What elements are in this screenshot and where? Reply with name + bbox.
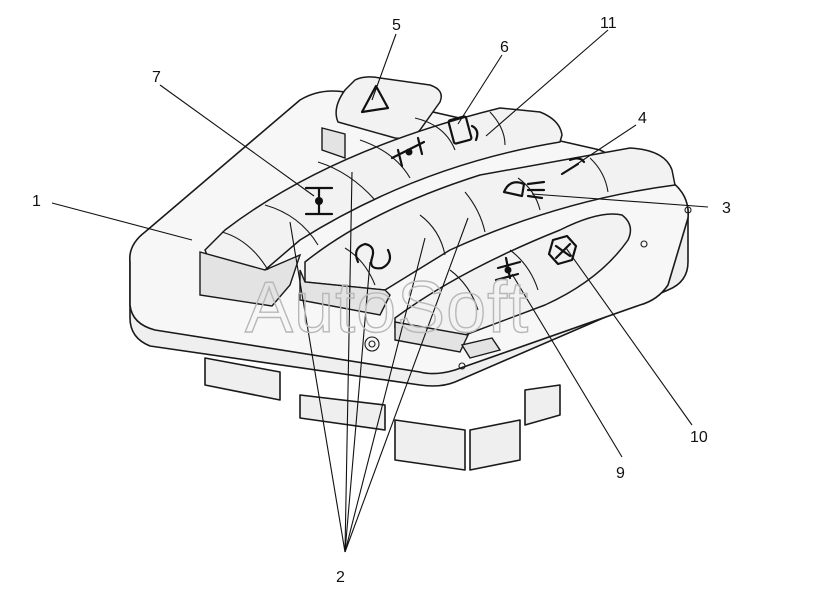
key-divider bbox=[221, 231, 269, 271]
key-divider bbox=[414, 117, 456, 151]
hazard-button[interactable] bbox=[321, 76, 442, 159]
key-snow-mode-10[interactable] bbox=[547, 234, 578, 266]
axle-lock-icon-dot bbox=[405, 148, 413, 156]
key-divider bbox=[449, 269, 479, 311]
mount-hole bbox=[684, 206, 692, 214]
hazard-button-base bbox=[321, 127, 346, 159]
connector-block bbox=[204, 357, 281, 401]
horn-icon bbox=[355, 242, 392, 270]
snow-mode-icon bbox=[547, 234, 578, 266]
key-divider bbox=[464, 191, 486, 233]
key-divider bbox=[517, 177, 541, 211]
key-horn[interactable] bbox=[355, 242, 392, 270]
leader-2c bbox=[344, 261, 371, 553]
callout-10: 10 bbox=[690, 429, 708, 446]
mount-hole-inner bbox=[368, 340, 376, 348]
key-divider bbox=[317, 161, 376, 201]
key-divider bbox=[589, 157, 609, 193]
leader-2d bbox=[344, 237, 426, 553]
top-key-row bbox=[199, 107, 563, 307]
key-tab bbox=[460, 337, 502, 359]
key-divider bbox=[359, 139, 411, 179]
key-divider bbox=[264, 204, 319, 246]
leader-2b bbox=[344, 171, 353, 553]
rear-fog-light-icon bbox=[502, 180, 546, 200]
seat-heater-icon-wave bbox=[470, 124, 479, 142]
key-divider bbox=[489, 111, 506, 146]
leader-11 bbox=[485, 29, 609, 137]
connector-block bbox=[394, 419, 466, 471]
leader-1 bbox=[51, 202, 193, 241]
middle-key-row bbox=[299, 147, 676, 316]
leader-2e bbox=[344, 217, 469, 553]
key-front-face bbox=[199, 251, 302, 307]
callout-1: 1 bbox=[32, 193, 41, 210]
snow-mode-icon-cross bbox=[554, 242, 572, 260]
connector-block bbox=[299, 394, 386, 431]
leader-6 bbox=[457, 54, 503, 125]
leader-9 bbox=[511, 273, 623, 458]
key-divider bbox=[509, 249, 539, 291]
callout-9: 9 bbox=[616, 465, 625, 482]
key-front-axle-lock-9[interactable] bbox=[494, 256, 522, 282]
key-front-face bbox=[299, 269, 391, 316]
key-heater-11[interactable] bbox=[447, 115, 479, 145]
callout-4: 4 bbox=[638, 110, 647, 127]
watermark-text: AutoSoft bbox=[245, 268, 529, 348]
callout-labels: 1 2 3 4 5 6 7 9 10 11 bbox=[32, 15, 731, 586]
callout-11: 11 bbox=[600, 15, 617, 32]
leader-3 bbox=[531, 193, 709, 208]
connector-block bbox=[469, 419, 521, 471]
middle-row-surface bbox=[304, 147, 676, 291]
mount-hole bbox=[640, 240, 648, 248]
key-axle-lock-6[interactable] bbox=[390, 136, 426, 168]
key-front-face bbox=[394, 321, 470, 353]
front-axle-lock-icon-dot bbox=[504, 266, 512, 274]
callout-5: 5 bbox=[392, 17, 401, 34]
leader-5 bbox=[371, 33, 397, 101]
key-divider bbox=[344, 247, 376, 286]
hazard-warning-triangle-icon bbox=[360, 84, 390, 114]
callout-7: 7 bbox=[152, 69, 161, 86]
key-diff-lock-7[interactable] bbox=[304, 186, 334, 216]
callout-6: 6 bbox=[500, 39, 509, 56]
key-fog-light-3[interactable] bbox=[502, 180, 546, 200]
differential-lock-icon-dot bbox=[315, 197, 323, 205]
leader-7 bbox=[159, 84, 315, 197]
callout-3: 3 bbox=[722, 200, 731, 217]
callout-2: 2 bbox=[336, 569, 345, 586]
connector-block bbox=[524, 384, 561, 426]
leader-2a bbox=[289, 221, 346, 553]
leader-10 bbox=[565, 247, 693, 426]
leader-lines bbox=[51, 29, 709, 553]
leader-4 bbox=[573, 124, 637, 167]
seat-heater-icon bbox=[447, 115, 473, 145]
mount-hole bbox=[458, 362, 466, 370]
mount-hole bbox=[364, 336, 380, 352]
key-divider bbox=[419, 214, 446, 256]
